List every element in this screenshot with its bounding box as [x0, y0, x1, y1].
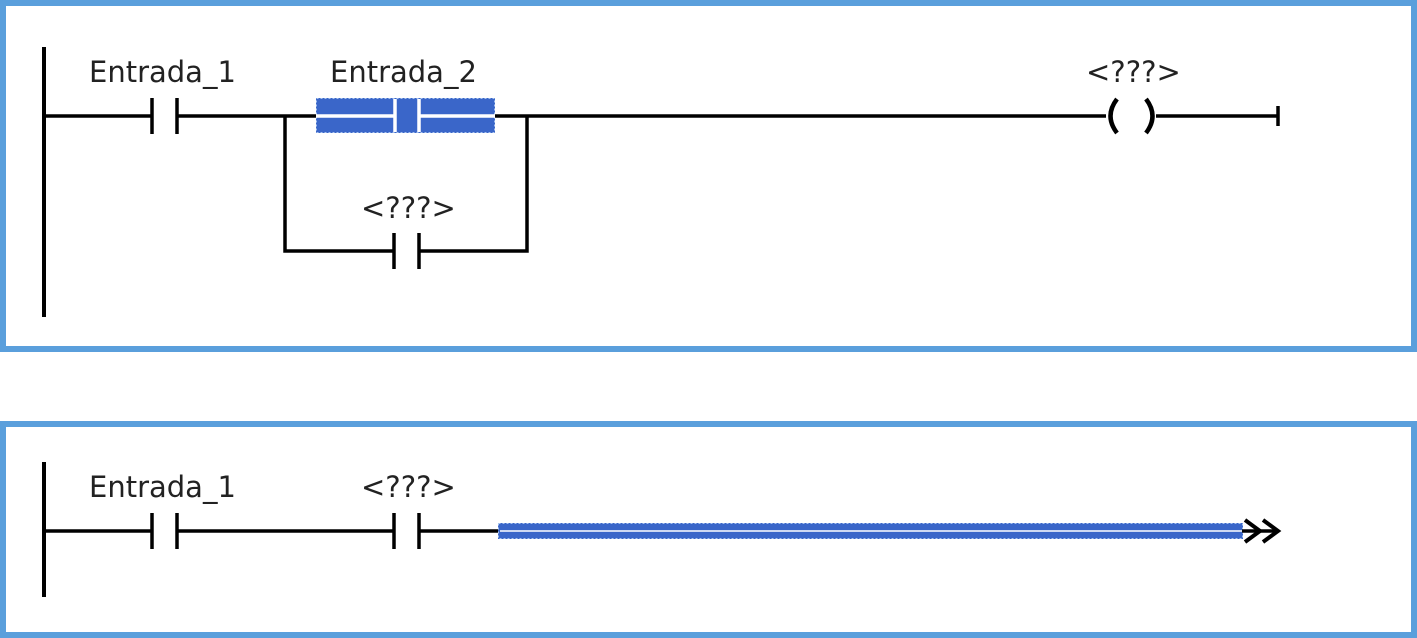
contact-1-operand-label: Entrada_1 [89, 55, 236, 89]
normally-open-contact-icon [392, 233, 421, 269]
coil-operand-label: <???> [1086, 55, 1181, 89]
coil-icon [1108, 97, 1155, 135]
contact-3-operand-label: <???> [361, 191, 456, 225]
contact-2-operand-label: Entrada_2 [330, 55, 477, 89]
contact-entrada-2-selected[interactable] [316, 98, 495, 133]
open-end-selected[interactable] [498, 523, 1243, 539]
ladder-network-2[interactable]: Entrada_1 <???> [0, 421, 1417, 638]
double-arrow-icon [1242, 518, 1282, 544]
normally-open-contact-icon [392, 513, 421, 549]
normally-open-contact-icon [150, 513, 179, 549]
ladder-network-1[interactable]: Entrada_1 Entrada_2 <???> <???> [0, 0, 1417, 352]
contact-parallel-unassigned[interactable] [392, 233, 421, 269]
contact-2-operand-label: <???> [361, 470, 456, 504]
network-1-diagram [42, 47, 1280, 317]
normally-open-contact-icon [316, 99, 495, 132]
contact-1-operand-label: Entrada_1 [89, 470, 236, 504]
contact-entrada-1[interactable] [150, 98, 179, 134]
branch-left-wire [283, 116, 394, 253]
contact-entrada-1[interactable] [150, 513, 179, 549]
contact-unassigned[interactable] [392, 513, 421, 549]
network-2-diagram [42, 462, 1282, 597]
branch-right-wire [420, 116, 529, 253]
normally-open-contact-icon [150, 98, 179, 134]
coil-unassigned[interactable] [1108, 97, 1155, 135]
